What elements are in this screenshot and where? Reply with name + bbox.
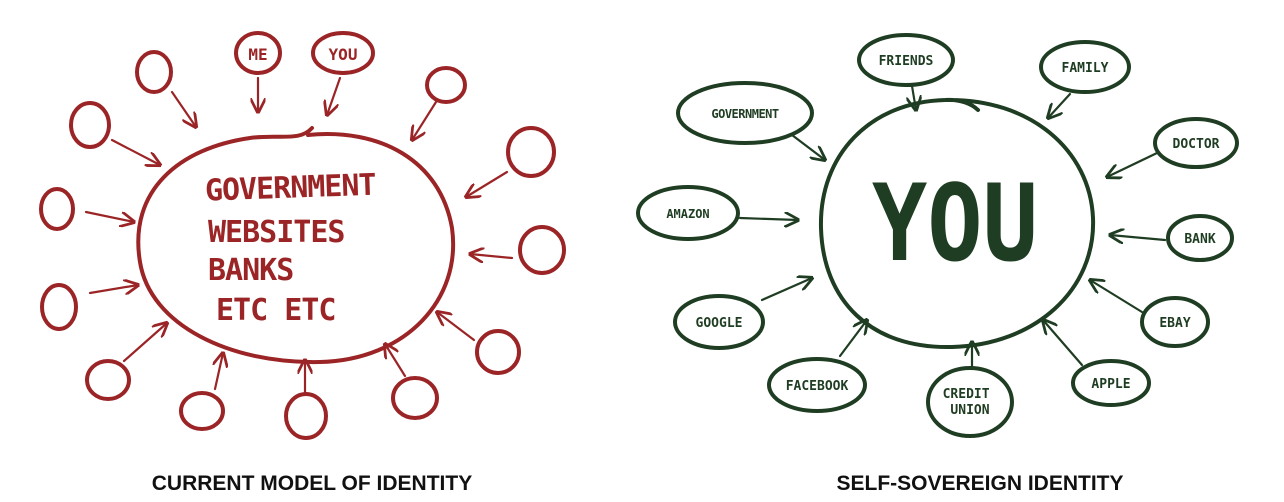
sovereign-center-label: YOU xyxy=(872,163,1038,286)
sovereign-node-bank-ring xyxy=(1166,214,1234,262)
sovereign-arrow xyxy=(738,218,798,220)
sovereign-node-credit-union: CREDIT UNION xyxy=(943,387,998,418)
sovereign-node-facebook: FACEBOOK xyxy=(786,379,849,394)
sovereign-arrow xyxy=(1090,280,1144,314)
credit-union-line: CREDIT xyxy=(943,387,990,402)
sovereign-node-government-ring xyxy=(676,81,814,145)
sovereign-node-friends: FRIENDS xyxy=(879,54,934,69)
current-empty-node xyxy=(179,391,225,431)
current-center-text: GOVERNMENT WEBSITES BANKS ETC ETC xyxy=(204,168,376,328)
current-arrow xyxy=(437,312,476,342)
sovereign-node-family: FAMILY xyxy=(1062,61,1109,76)
sovereign-node-family-ring xyxy=(1039,40,1131,94)
sovereign-node-credit-union-ring xyxy=(926,366,1014,438)
sovereign-caption: SELF-SOVEREIGN IDENTITY xyxy=(836,472,1123,495)
current-empty-node xyxy=(475,329,521,375)
current-arrow xyxy=(110,138,160,165)
current-empty-node xyxy=(135,50,173,94)
current-empty-node xyxy=(40,283,78,331)
current-arrow xyxy=(170,90,196,127)
sovereign-arrow xyxy=(1048,92,1072,118)
sovereign-node-friends-ring xyxy=(857,33,955,87)
sovereign-node-apple-ring xyxy=(1071,359,1151,407)
sovereign-node-ebay-ring xyxy=(1140,296,1210,348)
current-arrow xyxy=(327,76,342,115)
current-node-me-label: ME xyxy=(248,45,267,64)
current-empty-node xyxy=(506,126,556,178)
current-empty-node xyxy=(518,225,566,275)
credit-union-line-2: UNION xyxy=(950,403,989,418)
sovereign-arrow xyxy=(790,133,825,160)
current-model-diagram xyxy=(136,126,456,365)
current-empty-node xyxy=(69,101,111,149)
sovereign-arrow xyxy=(760,278,812,302)
current-empty-node xyxy=(39,187,75,231)
current-center-line-4: ETC ETC xyxy=(216,293,335,328)
current-arrow xyxy=(122,323,167,363)
sovereign-node-amazon-ring xyxy=(636,185,740,241)
sovereign-arrow xyxy=(838,320,867,358)
sovereign-arrow xyxy=(1107,151,1159,177)
current-center-line-1: GOVERNMENT xyxy=(204,168,376,209)
current-node-you: YOU xyxy=(311,31,375,75)
current-arrow xyxy=(88,285,138,293)
current-caption: CURRENT MODEL OF IDENTITY xyxy=(152,472,472,495)
sovereign-node-doctor: DOCTOR xyxy=(1173,137,1220,152)
current-empty-node xyxy=(425,66,467,104)
sovereign-node-doctor-ring xyxy=(1153,117,1239,169)
sovereign-node-ebay: EBAY xyxy=(1159,316,1190,331)
current-center-line-3: BANKS xyxy=(208,253,293,288)
current-arrow xyxy=(470,254,514,258)
current-arrow xyxy=(385,344,407,378)
current-center-blob xyxy=(136,126,456,365)
current-arrow xyxy=(215,353,223,391)
current-arrow xyxy=(412,100,438,140)
sovereign-center: YOU xyxy=(818,97,1096,350)
current-node-me: ME xyxy=(234,31,282,75)
sovereign-arrow xyxy=(912,84,916,110)
current-node-you-label: YOU xyxy=(329,45,358,64)
sovereign-node-google-ring xyxy=(673,294,765,350)
current-empty-node xyxy=(284,392,328,440)
current-empty-node xyxy=(85,359,131,401)
sovereign-node-apple: APPLE xyxy=(1091,377,1130,392)
sovereign-arrow xyxy=(1043,320,1084,367)
current-arrow xyxy=(84,210,134,222)
current-center-line-2: WEBSITES xyxy=(208,215,345,250)
current-arrow xyxy=(466,170,509,197)
sovereign-node-amazon: AMAZON xyxy=(666,207,709,221)
sovereign-node-google: GOOGLE xyxy=(696,316,743,331)
sovereign-arrow xyxy=(1110,235,1167,240)
current-empty-node xyxy=(391,376,439,420)
sovereign-node-bank: BANK xyxy=(1184,232,1215,247)
sovereign-node-government: GOVERNMENT xyxy=(711,107,779,121)
sovereign-node-facebook-ring xyxy=(767,357,867,413)
